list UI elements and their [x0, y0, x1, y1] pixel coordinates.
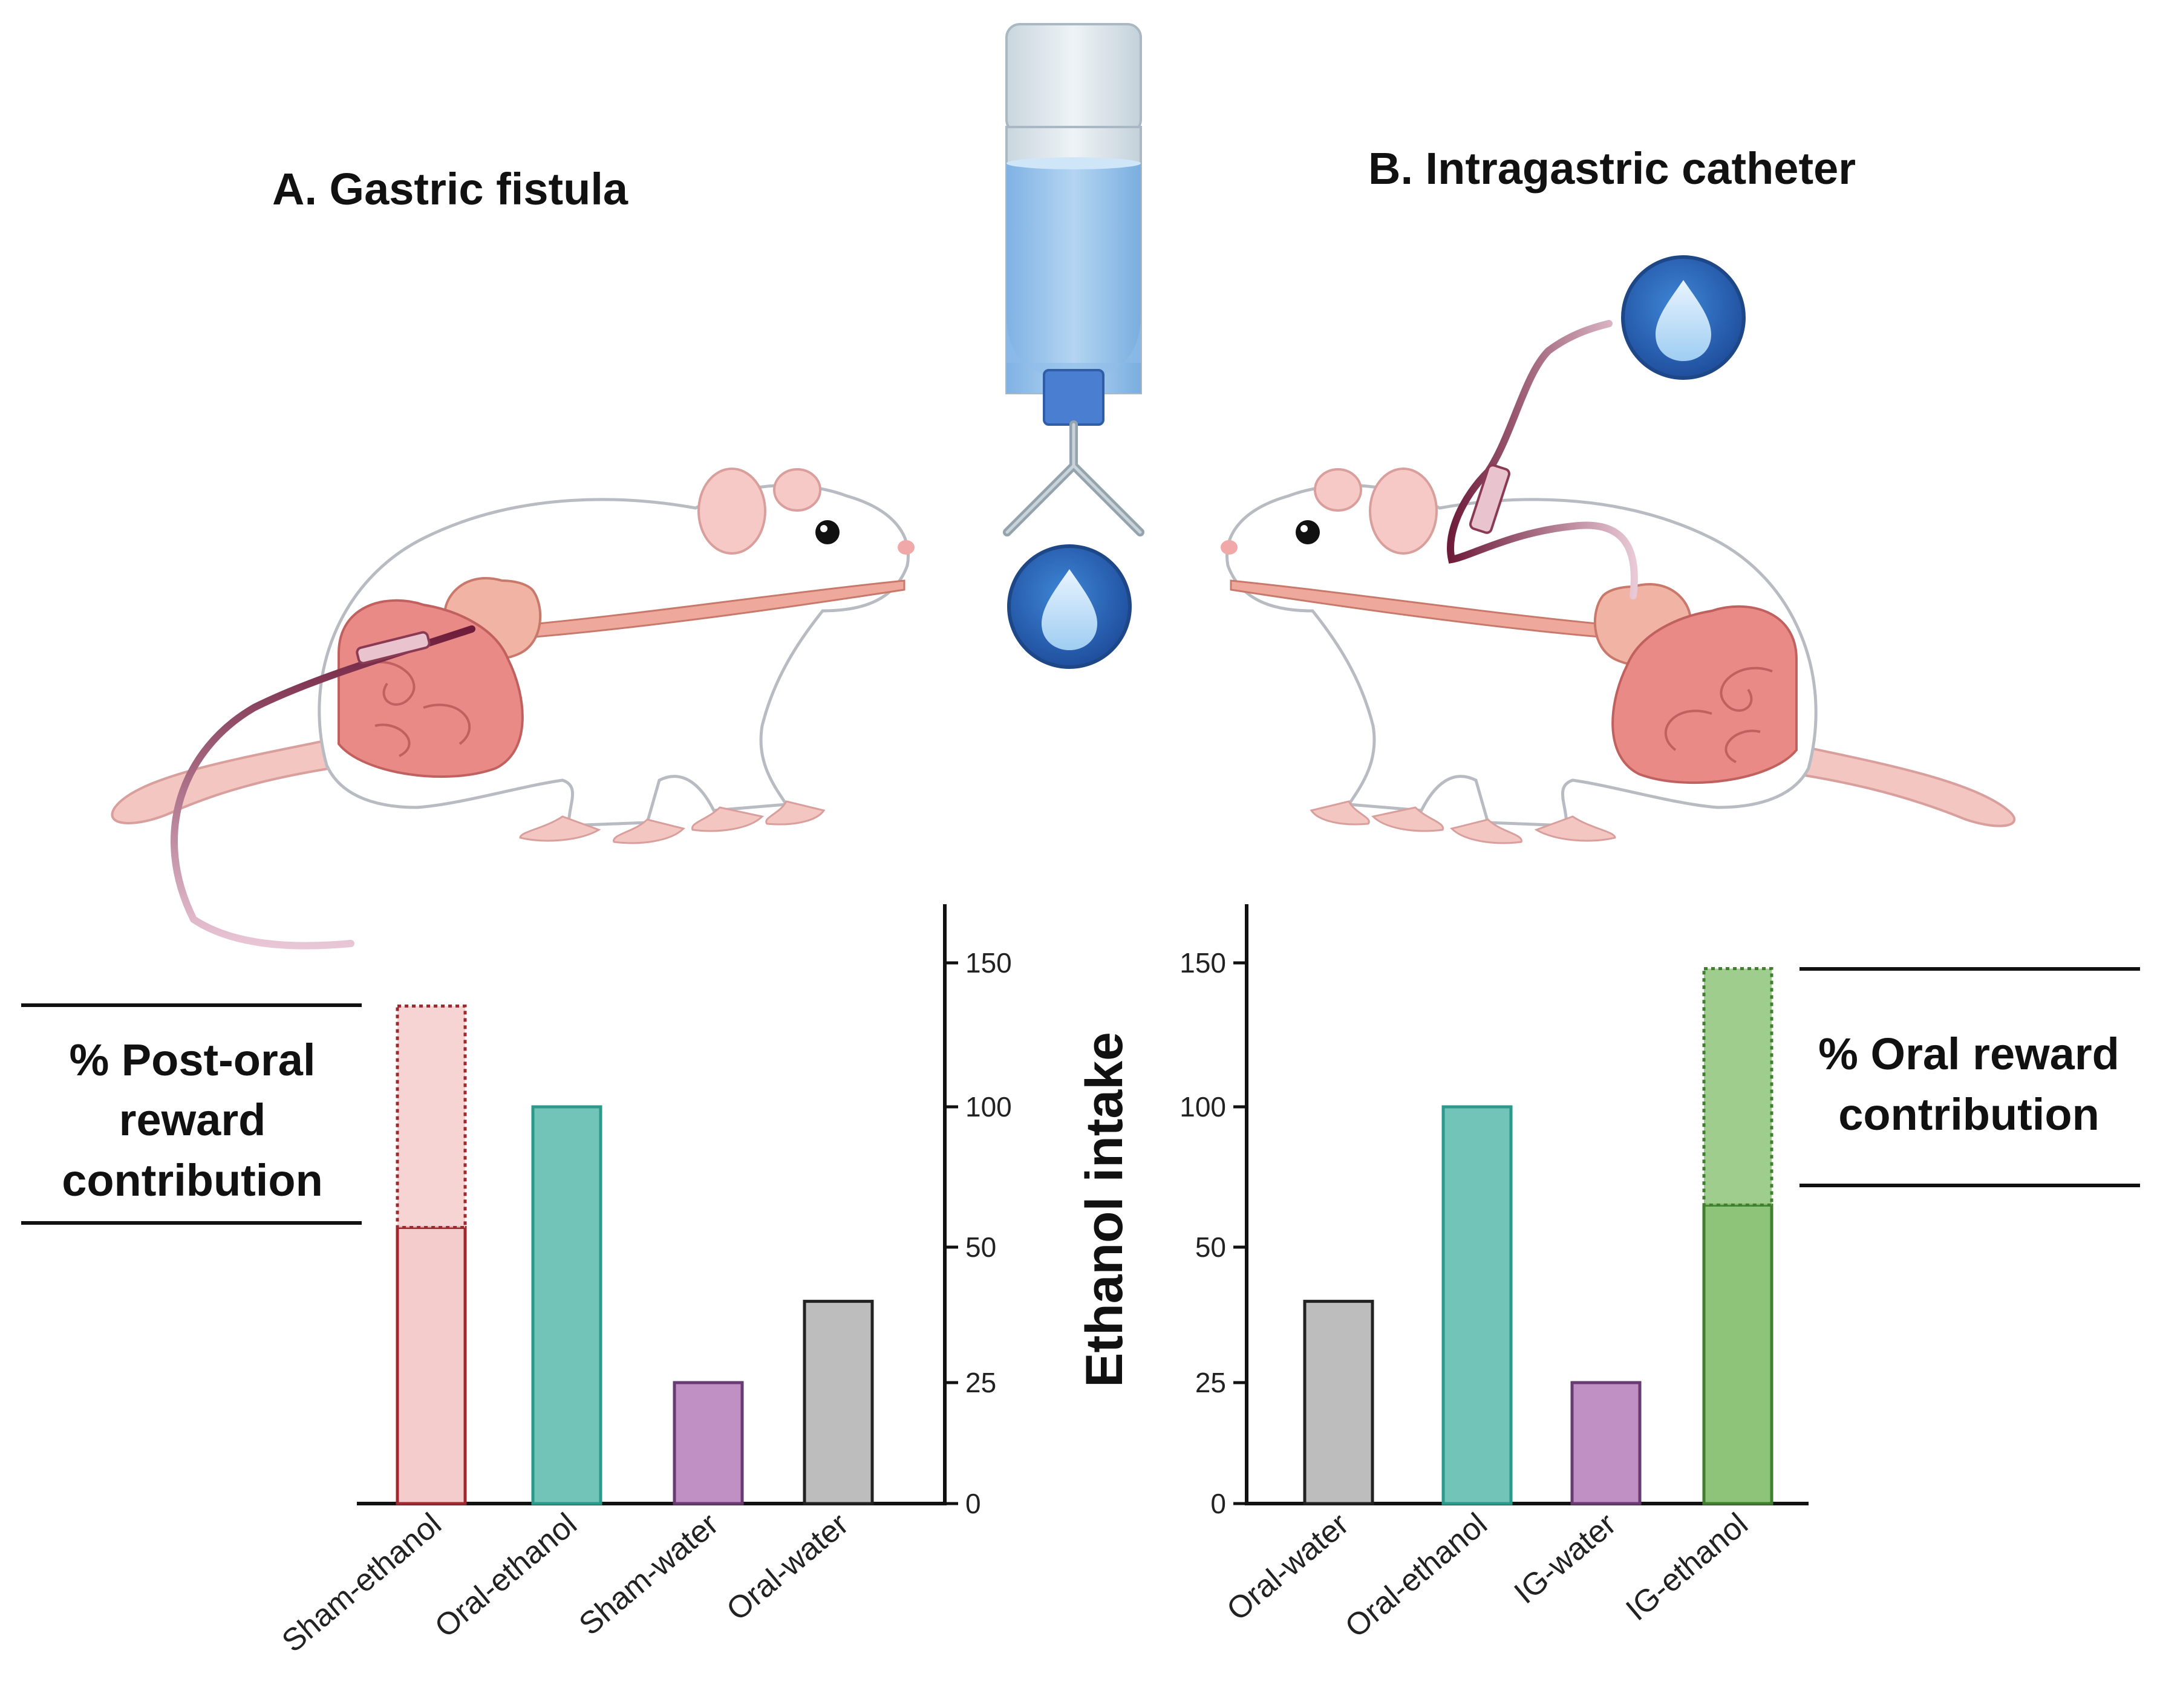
- y-tick-label: 50: [1195, 1231, 1226, 1263]
- y-tick-label: 0: [1210, 1488, 1226, 1519]
- panel-a-title: A. Gastric fistula: [272, 164, 628, 214]
- annotation-line-3: contribution: [62, 1155, 323, 1205]
- y-tick-label: 100: [965, 1091, 1012, 1123]
- y-axis-title: Ethanol intake: [1075, 1032, 1134, 1387]
- rat-illustration: [111, 468, 915, 950]
- y-tick-label: 0: [965, 1488, 981, 1519]
- panel-b-annotation: % Oral reward contribution: [1799, 967, 2140, 1187]
- bar-extension-dotted: [396, 1004, 467, 1230]
- panel-a-annotation: % Post-oral reward contribution: [21, 1003, 362, 1225]
- bar-oral-ethanol: [1441, 1105, 1513, 1505]
- x-category-label: IG-ethanol: [1619, 1507, 1754, 1628]
- panel-a-chart: 0 25 50 100 150Sham-ethanolOral-ethanolSham-…: [275, 904, 1012, 1660]
- y-tick-label: 100: [1180, 1091, 1226, 1123]
- x-category-label: Oral-water: [1220, 1507, 1355, 1628]
- x-category-label: Sham-water: [573, 1507, 725, 1643]
- bar-sham-ethanol: [396, 1226, 467, 1505]
- water-drop-icon: [1621, 255, 1746, 380]
- rat-illustration: [1221, 320, 2016, 844]
- y-tick-label: 150: [1180, 947, 1226, 979]
- bar-oral-water: [1303, 1300, 1374, 1505]
- bar-ig-water: [1570, 1381, 1642, 1505]
- x-category-label: Sham-ethanol: [275, 1507, 448, 1660]
- x-category-label: Oral-ethanol: [428, 1507, 583, 1644]
- digestive-tract-illustration: [1230, 579, 1798, 784]
- x-category-label: Oral-water: [720, 1507, 855, 1628]
- water-drop-icon: [1007, 544, 1132, 669]
- bar-ig-ethanol: [1702, 1203, 1773, 1505]
- panel-b-title: B. Intragastric catheter: [1368, 143, 1856, 194]
- annotation-line-2: contribution: [1838, 1089, 2100, 1139]
- bar-oral-water: [803, 1300, 874, 1505]
- annotation-line-2: reward: [119, 1095, 266, 1145]
- x-category-label: Oral-ethanol: [1339, 1507, 1493, 1644]
- y-tick-label: 50: [965, 1231, 996, 1263]
- bar-extension-dotted: [1702, 967, 1773, 1207]
- annotation-line-1: % Oral reward: [1818, 1029, 2119, 1079]
- y-tick-label: 25: [1195, 1367, 1226, 1398]
- x-category-label: IG-water: [1508, 1507, 1623, 1611]
- bar-sham-water: [673, 1381, 744, 1505]
- y-tick-label: 150: [965, 947, 1012, 979]
- annotation-line-1: % Post-oral: [69, 1035, 315, 1085]
- bar-oral-ethanol: [531, 1105, 602, 1505]
- water-bottle-icon: [1003, 23, 1144, 536]
- y-tick-label: 25: [965, 1367, 996, 1398]
